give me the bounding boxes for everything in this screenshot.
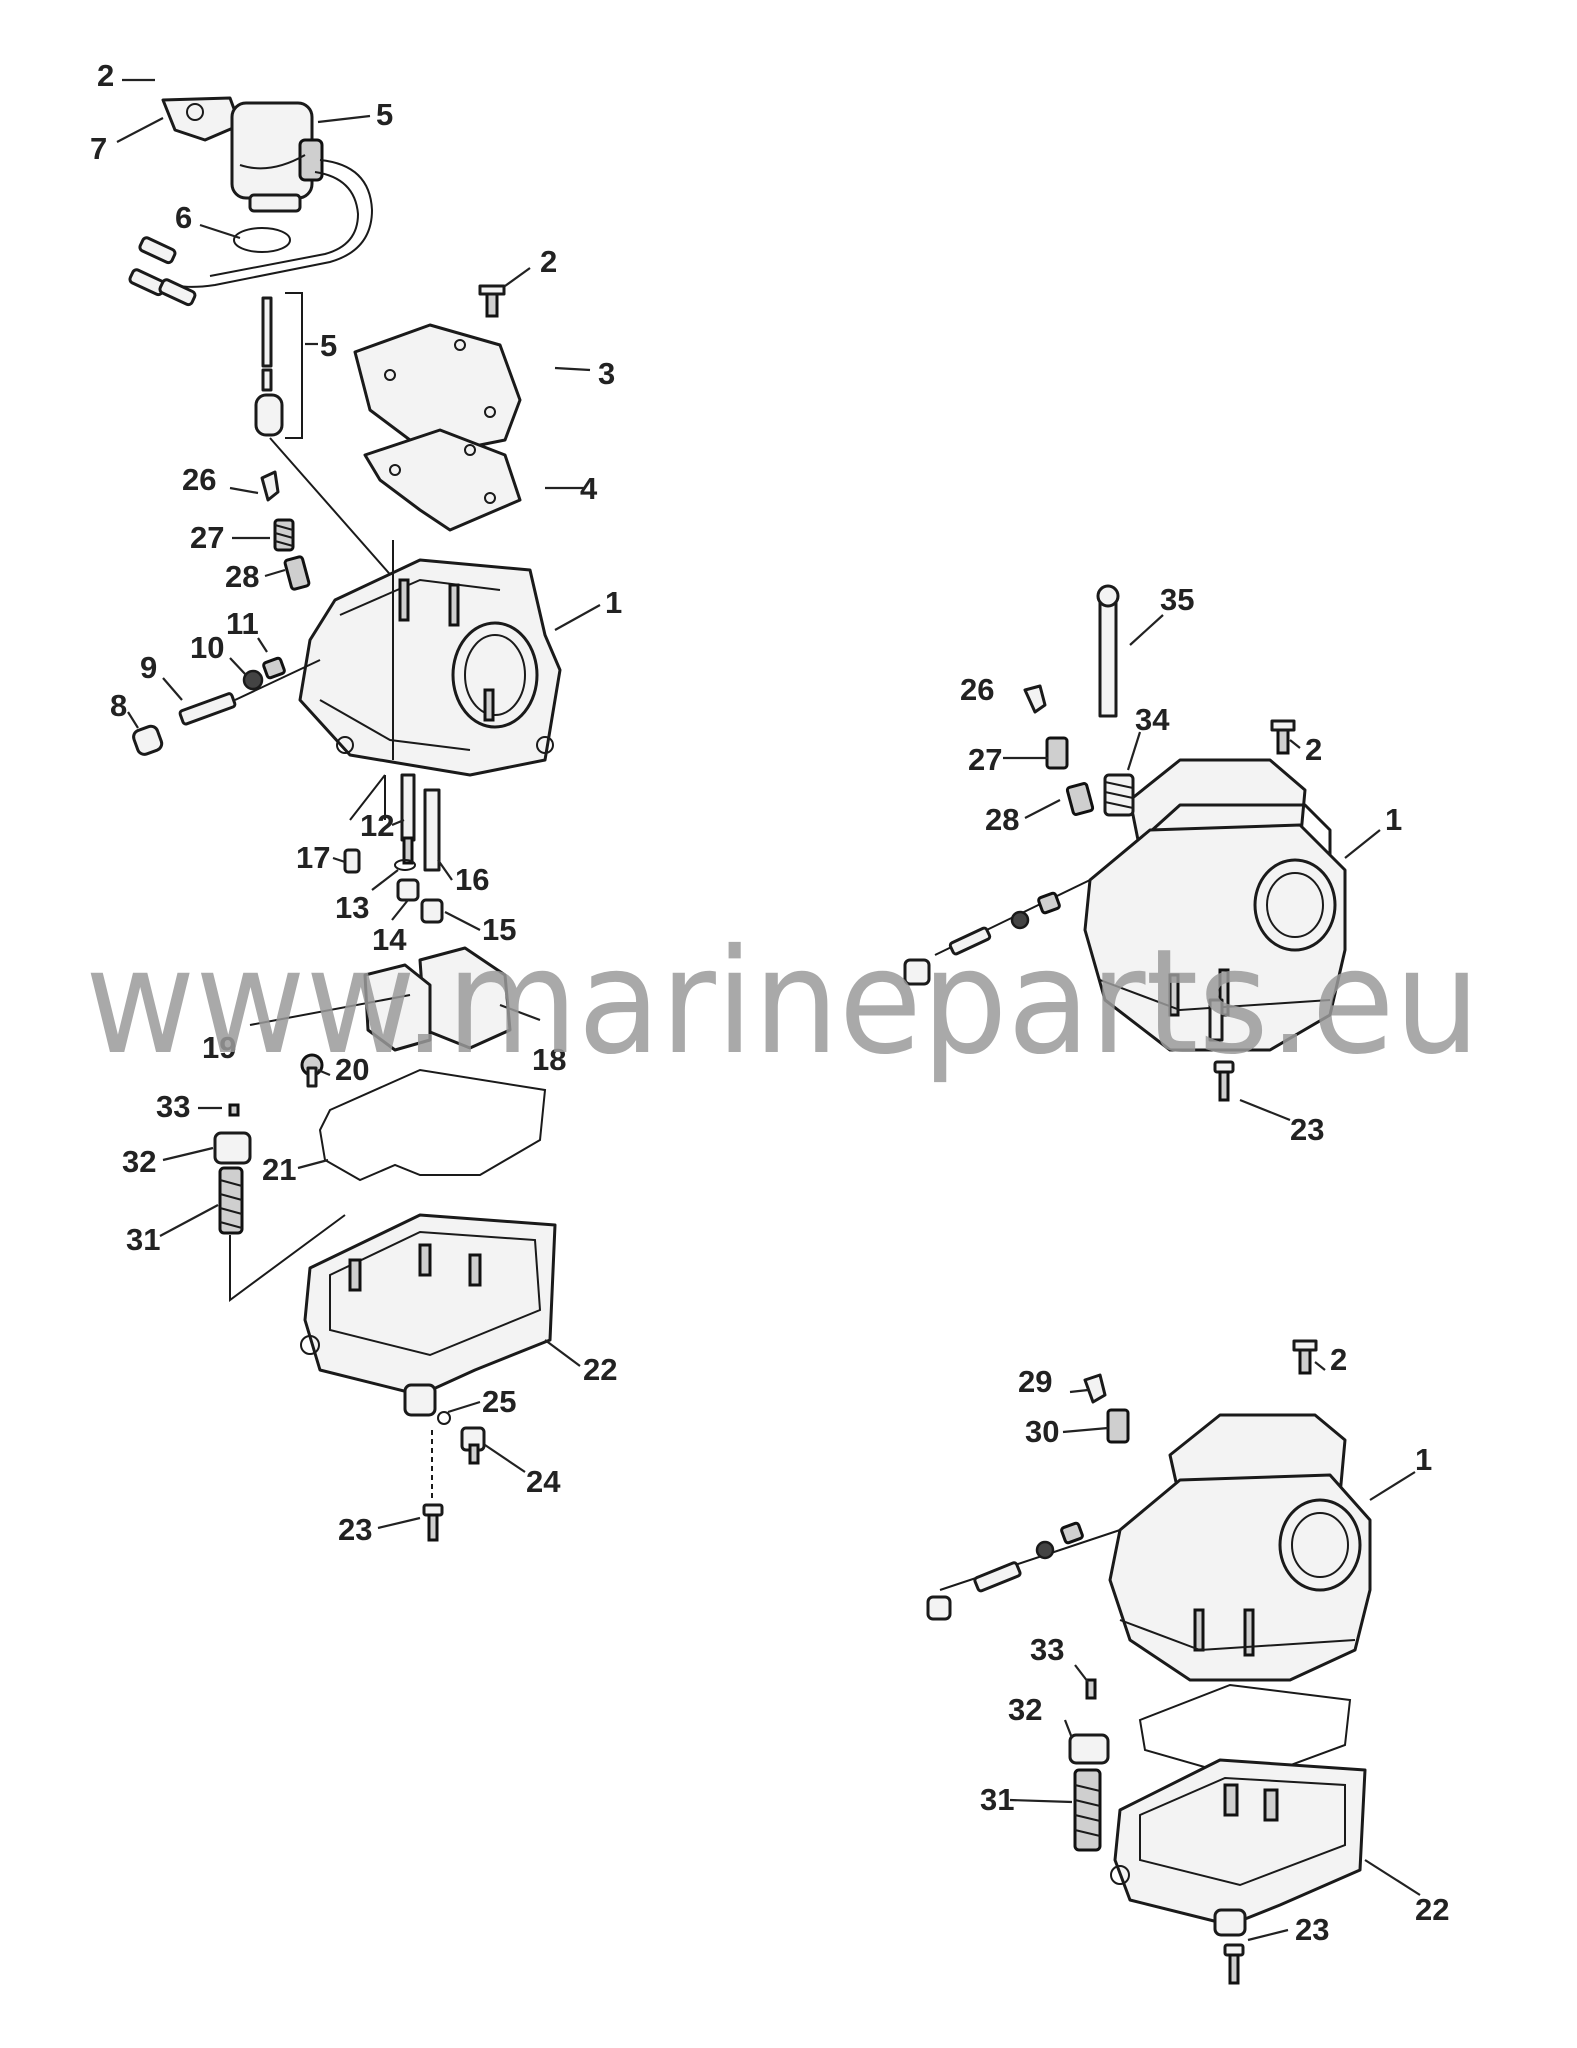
callout-31: 31 [126, 1222, 160, 1257]
callout-5: 5 [376, 97, 393, 132]
callout-33: 33 [1030, 1632, 1064, 1667]
callout-2: 2 [97, 58, 114, 93]
callout-23: 23 [1295, 1912, 1329, 1947]
part-carburetor-body-a [298, 540, 562, 777]
callouts-b: 35 26 34 2 27 28 1 23 [960, 582, 1402, 1147]
callout-25: 25 [482, 1384, 516, 1419]
callout-12: 12 [360, 808, 394, 843]
part-carburetor-body-b [1083, 584, 1347, 1052]
callout-21: 21 [262, 1152, 296, 1187]
callout-13: 13 [335, 890, 369, 925]
callout-7: 7 [90, 131, 107, 166]
callout-24: 24 [526, 1464, 561, 1499]
part-plunger [254, 292, 396, 581]
callout-31: 31 [980, 1782, 1014, 1817]
callout-16: 16 [455, 862, 489, 897]
part-solenoid [128, 96, 374, 307]
part-small-springs-a [260, 470, 311, 591]
watermark-text: www.marineparts.eu [85, 918, 1480, 1087]
callout-20: 20 [335, 1052, 369, 1087]
callout-26: 26 [960, 672, 994, 707]
part-float-bowl-c [1110, 1683, 1367, 1937]
part-carburetor-body-c [1108, 1413, 1372, 1682]
assembly-a: 2 7 5 6 5 2 3 4 26 27 28 1 11 10 9 8 12 … [90, 58, 622, 1547]
callout-1: 1 [1415, 1442, 1432, 1477]
part-drain-a [213, 1103, 346, 1302]
part-gasket-a [318, 1068, 547, 1182]
callout-28: 28 [985, 802, 1019, 837]
callout-14: 14 [372, 922, 407, 957]
callout-2: 2 [1305, 732, 1322, 767]
callout-32: 32 [1008, 1692, 1042, 1727]
callout-2: 2 [1330, 1342, 1347, 1377]
callout-8: 8 [110, 688, 127, 723]
callout-5b: 5 [320, 328, 337, 363]
callout-29: 29 [1018, 1364, 1052, 1399]
callout-26: 26 [182, 462, 216, 497]
callout-33: 33 [156, 1089, 190, 1124]
part-float-a [249, 946, 512, 1088]
callout-23: 23 [338, 1512, 372, 1547]
callout-9: 9 [140, 650, 157, 685]
callout-17: 17 [296, 840, 330, 875]
assembly-c: 2 29 30 1 33 32 31 22 23 [926, 1339, 1449, 1985]
callout-10: 10 [190, 630, 224, 665]
callouts-a: 2 7 5 6 5 2 3 4 26 27 28 1 11 10 9 8 12 … [90, 58, 622, 1547]
callout-6: 6 [175, 200, 192, 235]
leaders-b [1003, 614, 1381, 1122]
callout-19: 19 [202, 1030, 236, 1065]
assembly-b: 35 26 34 2 27 28 1 23 [903, 582, 1402, 1147]
part-mixture-screw-a [132, 656, 321, 756]
callout-23: 23 [1290, 1112, 1324, 1147]
callout-4: 4 [580, 471, 598, 506]
callout-22: 22 [1415, 1892, 1449, 1927]
leaders-a [116, 78, 601, 1530]
callout-28: 28 [225, 559, 259, 594]
callout-1: 1 [1385, 802, 1402, 837]
callout-30: 30 [1025, 1414, 1059, 1449]
callout-34: 34 [1135, 702, 1170, 737]
callout-3: 3 [598, 356, 615, 391]
callout-1: 1 [605, 585, 622, 620]
part-small-parts-c [926, 1339, 1318, 1985]
callout-18: 18 [532, 1042, 566, 1077]
part-cover-plates [353, 284, 522, 532]
callout-2b: 2 [540, 244, 557, 279]
callouts-c: 2 29 30 1 33 32 31 22 23 [980, 1342, 1449, 1947]
part-small-parts-b [903, 684, 1296, 1102]
callout-27: 27 [968, 742, 1002, 777]
leaders-c [1009, 1361, 1421, 1942]
callout-27: 27 [190, 520, 224, 555]
callout-32: 32 [122, 1144, 156, 1179]
callout-11: 11 [226, 606, 259, 641]
callout-15: 15 [482, 912, 516, 947]
callout-22: 22 [583, 1352, 617, 1387]
part-float-bowl-a [300, 1213, 557, 1417]
callout-35: 35 [1160, 582, 1194, 617]
part-bowl-screws-a [422, 1411, 486, 1542]
